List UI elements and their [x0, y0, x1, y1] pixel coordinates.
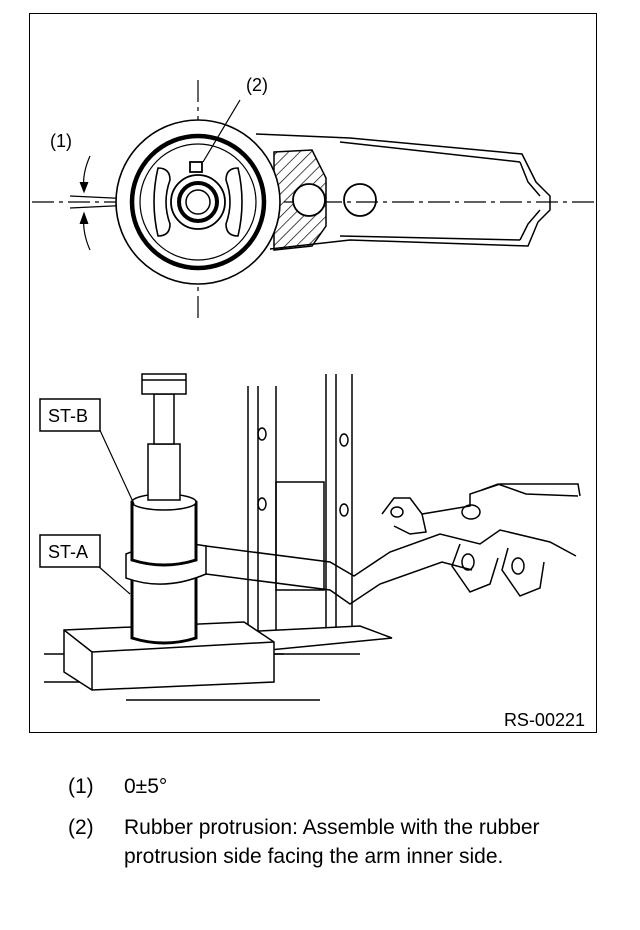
- press-setup-view: [39, 373, 581, 701]
- legend-number: (1): [68, 775, 94, 798]
- technical-illustration: (1) (2): [32, 75, 596, 730]
- figure-frame: (1) (2): [29, 13, 597, 733]
- figure-code: RS-00221: [504, 710, 585, 730]
- tool-st-a-label: ST-A: [48, 542, 88, 562]
- bushing-top-view: [32, 80, 596, 319]
- callout-2-label: (2): [246, 75, 268, 95]
- legend-number: (2): [68, 816, 94, 839]
- tool-st-b-label: ST-B: [48, 406, 88, 426]
- legend-text: Rubber protrusion: Assemble with the rub…: [124, 816, 540, 868]
- legend-text: 0±5°: [124, 775, 168, 798]
- callout-1-label: (1): [50, 131, 72, 151]
